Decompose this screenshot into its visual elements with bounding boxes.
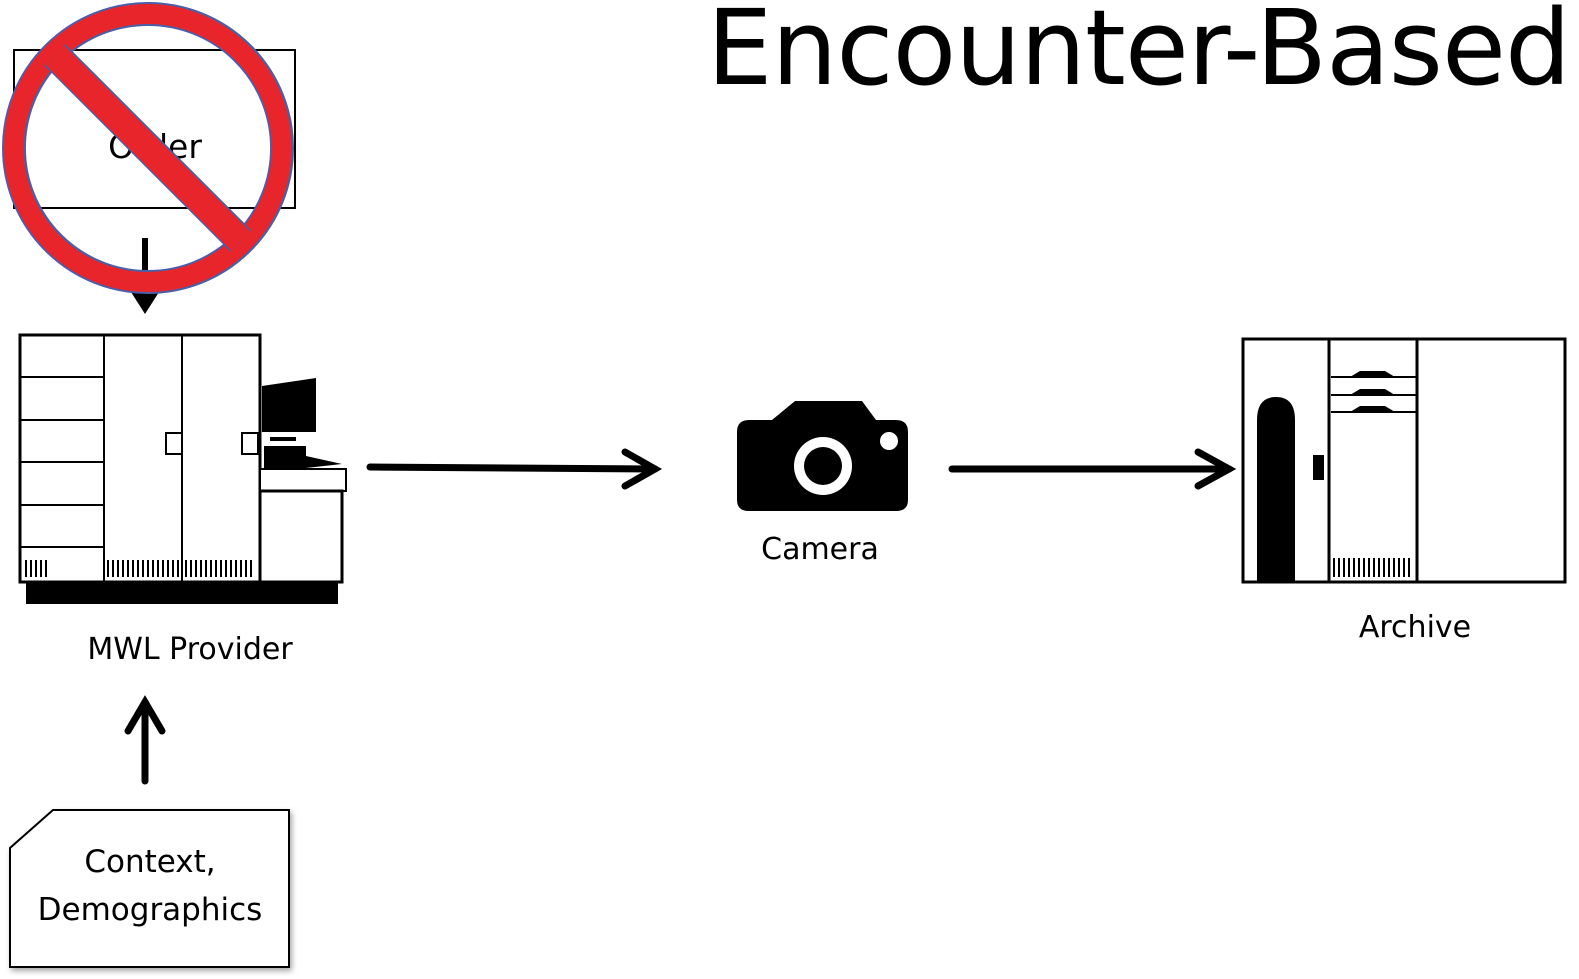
camera-label: Camera — [761, 532, 879, 567]
order-to-mwl-arrow — [131, 238, 159, 314]
archive-label: Archive — [1358, 610, 1472, 645]
context-to-mwl-arrow — [124, 695, 166, 785]
context-document — [9, 809, 290, 968]
mwl-provider-label: MWL Provider — [87, 632, 293, 667]
archive-server-icon — [1241, 337, 1567, 584]
context-demographics-label: Context, Demographics — [37, 844, 263, 928]
modality-workstation-icon — [18, 333, 347, 604]
order-label: Order — [108, 127, 202, 166]
camera-icon — [737, 401, 908, 511]
camera-to-archive-arrow — [948, 448, 1237, 490]
slide-title: Encounter-Based — [706, 0, 1571, 109]
mwl-to-camera-arrow — [366, 448, 663, 490]
